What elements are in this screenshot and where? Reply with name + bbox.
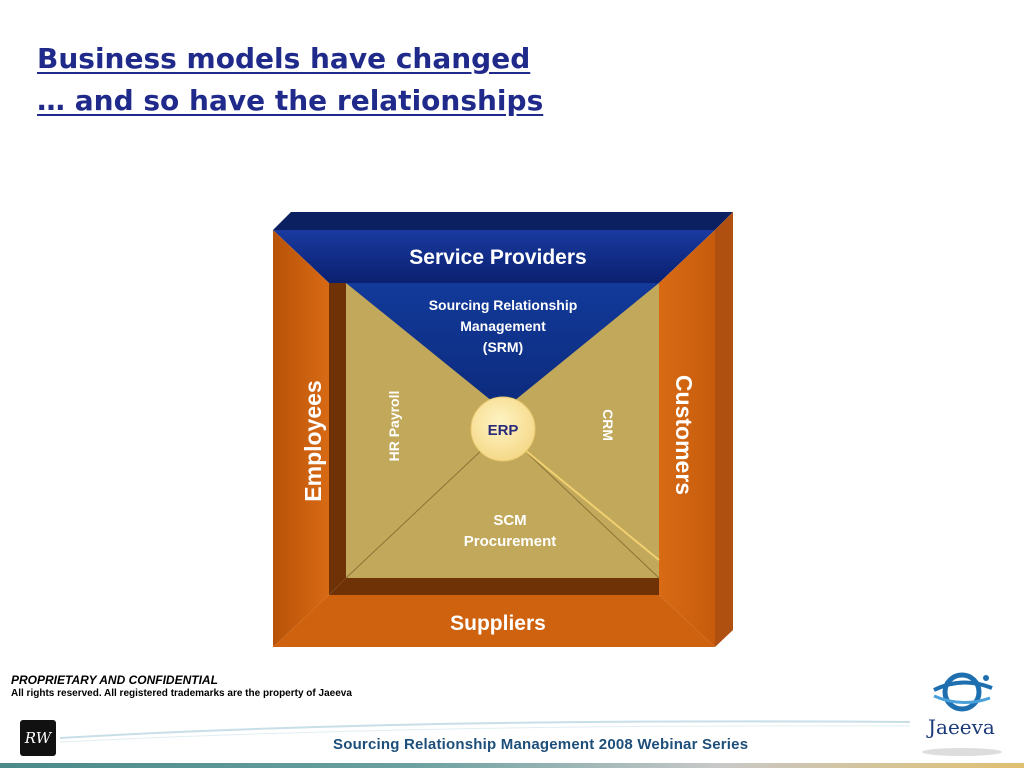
hr-payroll-label: HR Payroll	[386, 391, 402, 462]
footer-swoosh	[59, 720, 911, 739]
rw-logo-text: RW	[24, 729, 52, 747]
suppliers-panel	[273, 595, 715, 647]
frame-top-edge	[273, 212, 733, 230]
jaeeva-logo-text: Jaeeva	[928, 715, 995, 739]
jaeeva-globe-icon	[922, 672, 1002, 756]
rw-logo: RW	[20, 720, 56, 756]
inner-shadow-left	[329, 283, 346, 595]
slide-title: Business models have changed … and so ha…	[37, 38, 543, 122]
srm-triangle	[346, 283, 659, 410]
footer-color-bar	[0, 763, 1024, 768]
srm-label-line-2: Management	[460, 318, 546, 334]
title-line-1: Business models have changed	[37, 42, 531, 75]
employees-panel	[273, 230, 329, 647]
customers-panel	[659, 230, 715, 647]
webinar-series-title: Sourcing Relationship Management 2008 We…	[333, 736, 749, 753]
crm-label: CRM	[600, 409, 616, 441]
erp-label: ERP	[488, 422, 519, 439]
srm-label-line-1: Sourcing Relationship	[429, 297, 578, 313]
srm-label-line-3: (SRM)	[483, 339, 523, 355]
scm-label-line-2: Procurement	[464, 533, 557, 550]
footer-swoosh-2	[59, 725, 911, 743]
confidential-notice: PROPRIETARY AND CONFIDENTIAL	[11, 673, 218, 687]
suppliers-label: Suppliers	[450, 612, 546, 635]
inner-shadow-bottom	[329, 578, 659, 595]
service-providers-label: Service Providers	[409, 246, 586, 269]
employees-label: Employees	[300, 380, 326, 501]
erp-circle	[470, 396, 536, 462]
customers-label: Customers	[671, 375, 697, 495]
diagonal-highlight	[519, 445, 660, 561]
rights-notice: All rights reserved. All registered trad…	[11, 688, 352, 699]
service-providers-panel	[273, 230, 715, 283]
title-line-2: … and so have the relationships	[37, 84, 544, 117]
diagonal-bottom-left	[345, 429, 504, 579]
frame-right-edge	[715, 212, 733, 647]
scm-label-line-1: SCM	[493, 512, 526, 529]
